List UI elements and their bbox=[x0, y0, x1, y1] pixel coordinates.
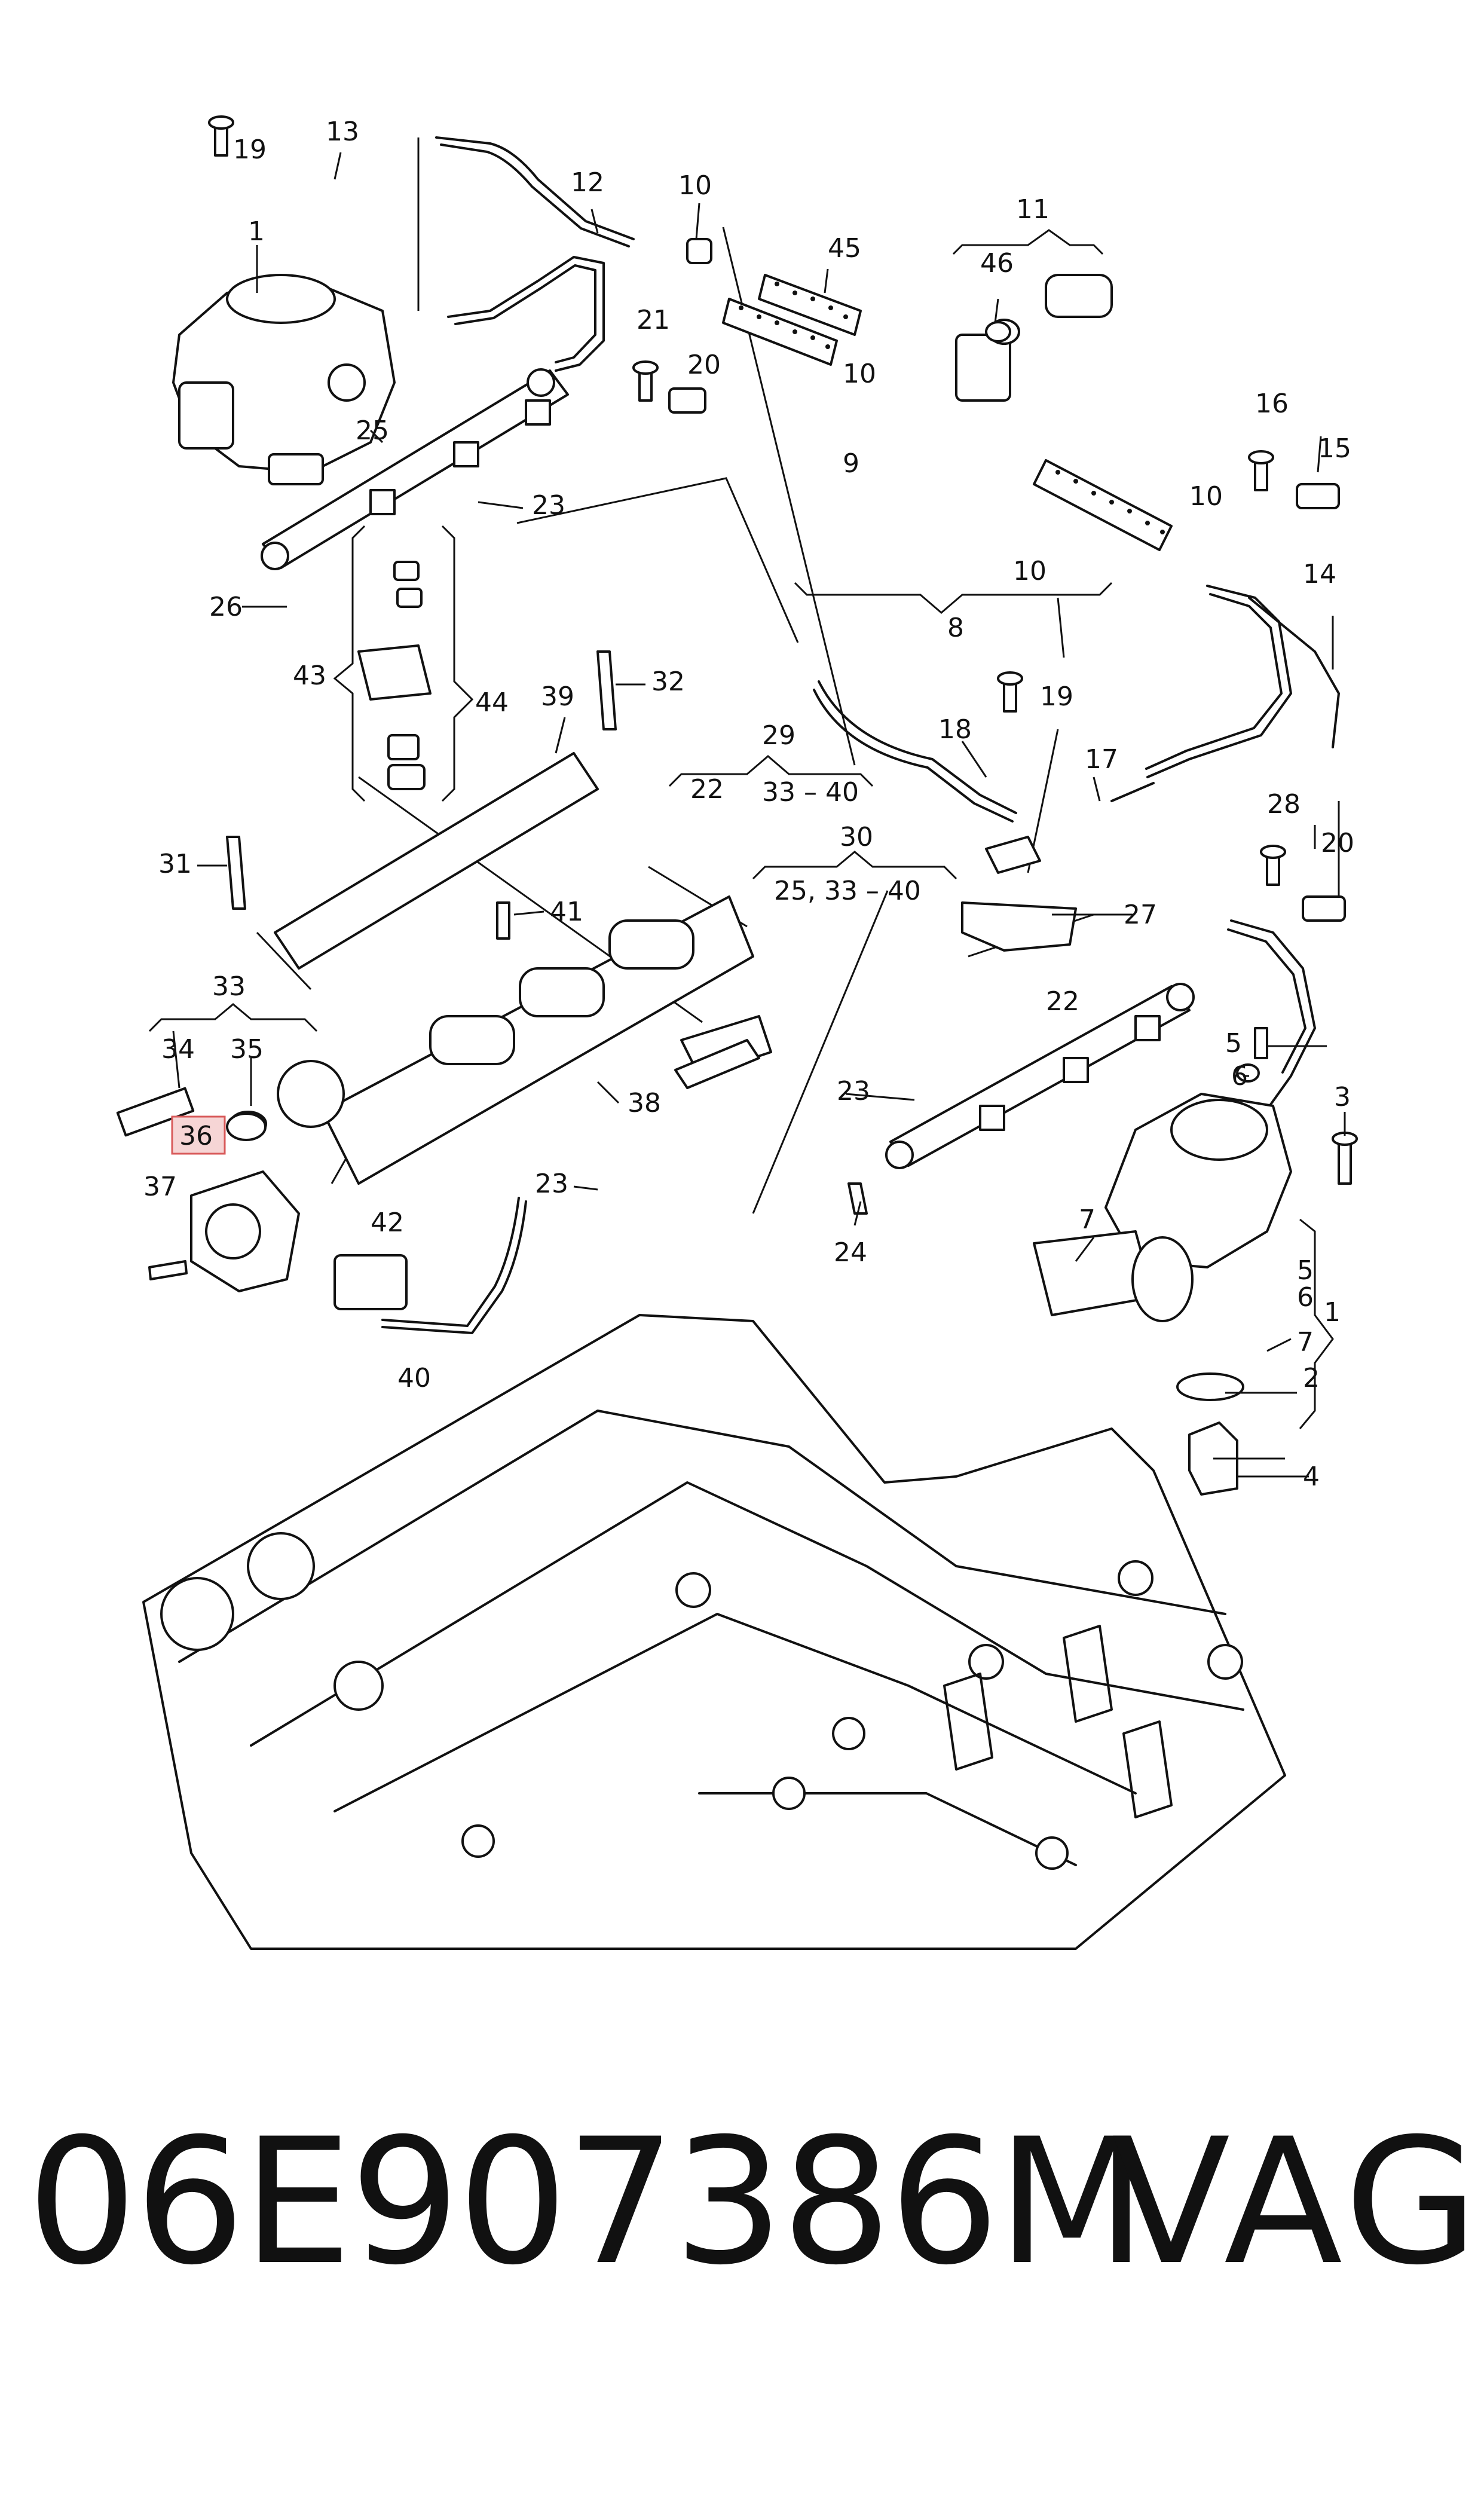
callout-11: 11 bbox=[1016, 194, 1049, 225]
gaskets bbox=[226, 321, 1260, 1141]
callout-46: 46 bbox=[980, 248, 1014, 279]
callout-20b: 20 bbox=[1321, 828, 1354, 858]
callout-17: 17 bbox=[1085, 744, 1118, 775]
callout-23c: 23 bbox=[535, 1169, 568, 1199]
callout-9: 9 bbox=[843, 448, 859, 479]
part-number: 06E907386M bbox=[27, 2102, 1146, 2303]
callout-25: 25 bbox=[356, 415, 389, 446]
callout-10d: 10 bbox=[1189, 481, 1223, 512]
callout-42: 42 bbox=[371, 1207, 404, 1238]
callout-15: 15 bbox=[1318, 433, 1351, 464]
callout-29: 29 bbox=[762, 720, 795, 751]
callout-19b: 19 bbox=[1040, 681, 1073, 712]
callout-23a: 23 bbox=[532, 490, 565, 521]
callout-36: 36 bbox=[179, 1121, 213, 1151]
callout-4: 4 bbox=[1303, 1462, 1320, 1492]
callout-3: 3 bbox=[1334, 1082, 1351, 1112]
callout-39: 39 bbox=[541, 681, 574, 712]
callout-12: 12 bbox=[571, 167, 604, 198]
callout-21: 21 bbox=[637, 305, 670, 335]
callout-22a: 22 bbox=[690, 774, 724, 805]
callout-27: 27 bbox=[1124, 900, 1157, 930]
callout-43: 43 bbox=[293, 661, 326, 691]
brackets bbox=[148, 229, 1334, 1460]
fuel-rail-25 bbox=[261, 368, 569, 570]
parts-diagram: 1 1 2 3 4 5 5 6 6 7 7 8 9 10 10 10 10 11… bbox=[116, 115, 1358, 1950]
fittings bbox=[668, 238, 1346, 1077]
throttle-body-36-37 bbox=[116, 1087, 408, 1310]
callout-34: 34 bbox=[161, 1034, 195, 1065]
callout-23b: 23 bbox=[837, 1076, 870, 1106]
callout-26: 26 bbox=[209, 592, 243, 622]
callout-19a: 19 bbox=[233, 134, 267, 165]
callout-5: 5 bbox=[1225, 1028, 1242, 1059]
callout-10b: 10 bbox=[843, 359, 876, 389]
callout-16: 16 bbox=[1255, 389, 1289, 419]
callout-7: 7 bbox=[1079, 1204, 1096, 1235]
callout-32: 32 bbox=[651, 667, 685, 697]
group-label-30: 25, 33 – 40 bbox=[774, 876, 921, 906]
callout-24: 24 bbox=[834, 1237, 867, 1268]
intake-manifold bbox=[274, 752, 754, 1185]
callout-18: 18 bbox=[938, 714, 972, 745]
callout-35: 35 bbox=[230, 1034, 264, 1065]
callout-6b: 6 bbox=[1297, 1282, 1314, 1313]
fuel-pump-1 bbox=[172, 274, 396, 485]
fuel-rail-22 bbox=[885, 983, 1195, 1169]
callout-5b: 5 bbox=[1297, 1255, 1314, 1286]
callout-40: 40 bbox=[397, 1363, 431, 1393]
callout-22b: 22 bbox=[1046, 986, 1079, 1017]
callout-33a: 33 bbox=[212, 971, 246, 1002]
callout-28: 28 bbox=[1267, 789, 1301, 820]
callout-8: 8 bbox=[947, 613, 964, 643]
callout-10a: 10 bbox=[678, 170, 712, 201]
group-label-29: 33 – 40 bbox=[762, 777, 859, 808]
callout-30: 30 bbox=[840, 822, 873, 852]
callout-10c: 10 bbox=[1013, 556, 1047, 586]
callout-2: 2 bbox=[1303, 1363, 1320, 1393]
callout-1-right: 1 bbox=[1324, 1297, 1341, 1328]
callout-7b: 7 bbox=[1297, 1327, 1314, 1358]
callout-44: 44 bbox=[475, 687, 509, 718]
callout-37: 37 bbox=[143, 1172, 177, 1202]
callout-41: 41 bbox=[550, 897, 583, 927]
brand-label: VAG bbox=[1112, 2102, 1483, 2303]
callout-31: 31 bbox=[158, 849, 192, 879]
injector-assembly bbox=[357, 561, 432, 790]
callout-13: 13 bbox=[326, 117, 359, 147]
callout-36-highlight bbox=[171, 1115, 226, 1155]
callout-20a: 20 bbox=[687, 350, 721, 380]
footer: 06E907386M VAG bbox=[0, 2116, 1484, 2415]
engine-block bbox=[142, 1314, 1286, 1950]
callout-leaders bbox=[172, 152, 1346, 1478]
hoses bbox=[722, 274, 1173, 551]
callout-45: 45 bbox=[828, 233, 861, 264]
bolts bbox=[148, 115, 1358, 1280]
callout-6: 6 bbox=[1231, 1061, 1248, 1092]
callout-labels: 1 1 2 3 4 5 5 6 6 7 7 8 9 10 10 10 10 11… bbox=[143, 117, 1354, 1492]
callout-38: 38 bbox=[628, 1088, 661, 1118]
callout-14: 14 bbox=[1303, 559, 1336, 589]
fuel-pump-right bbox=[1033, 1093, 1292, 1496]
callout-1: 1 bbox=[248, 216, 265, 247]
